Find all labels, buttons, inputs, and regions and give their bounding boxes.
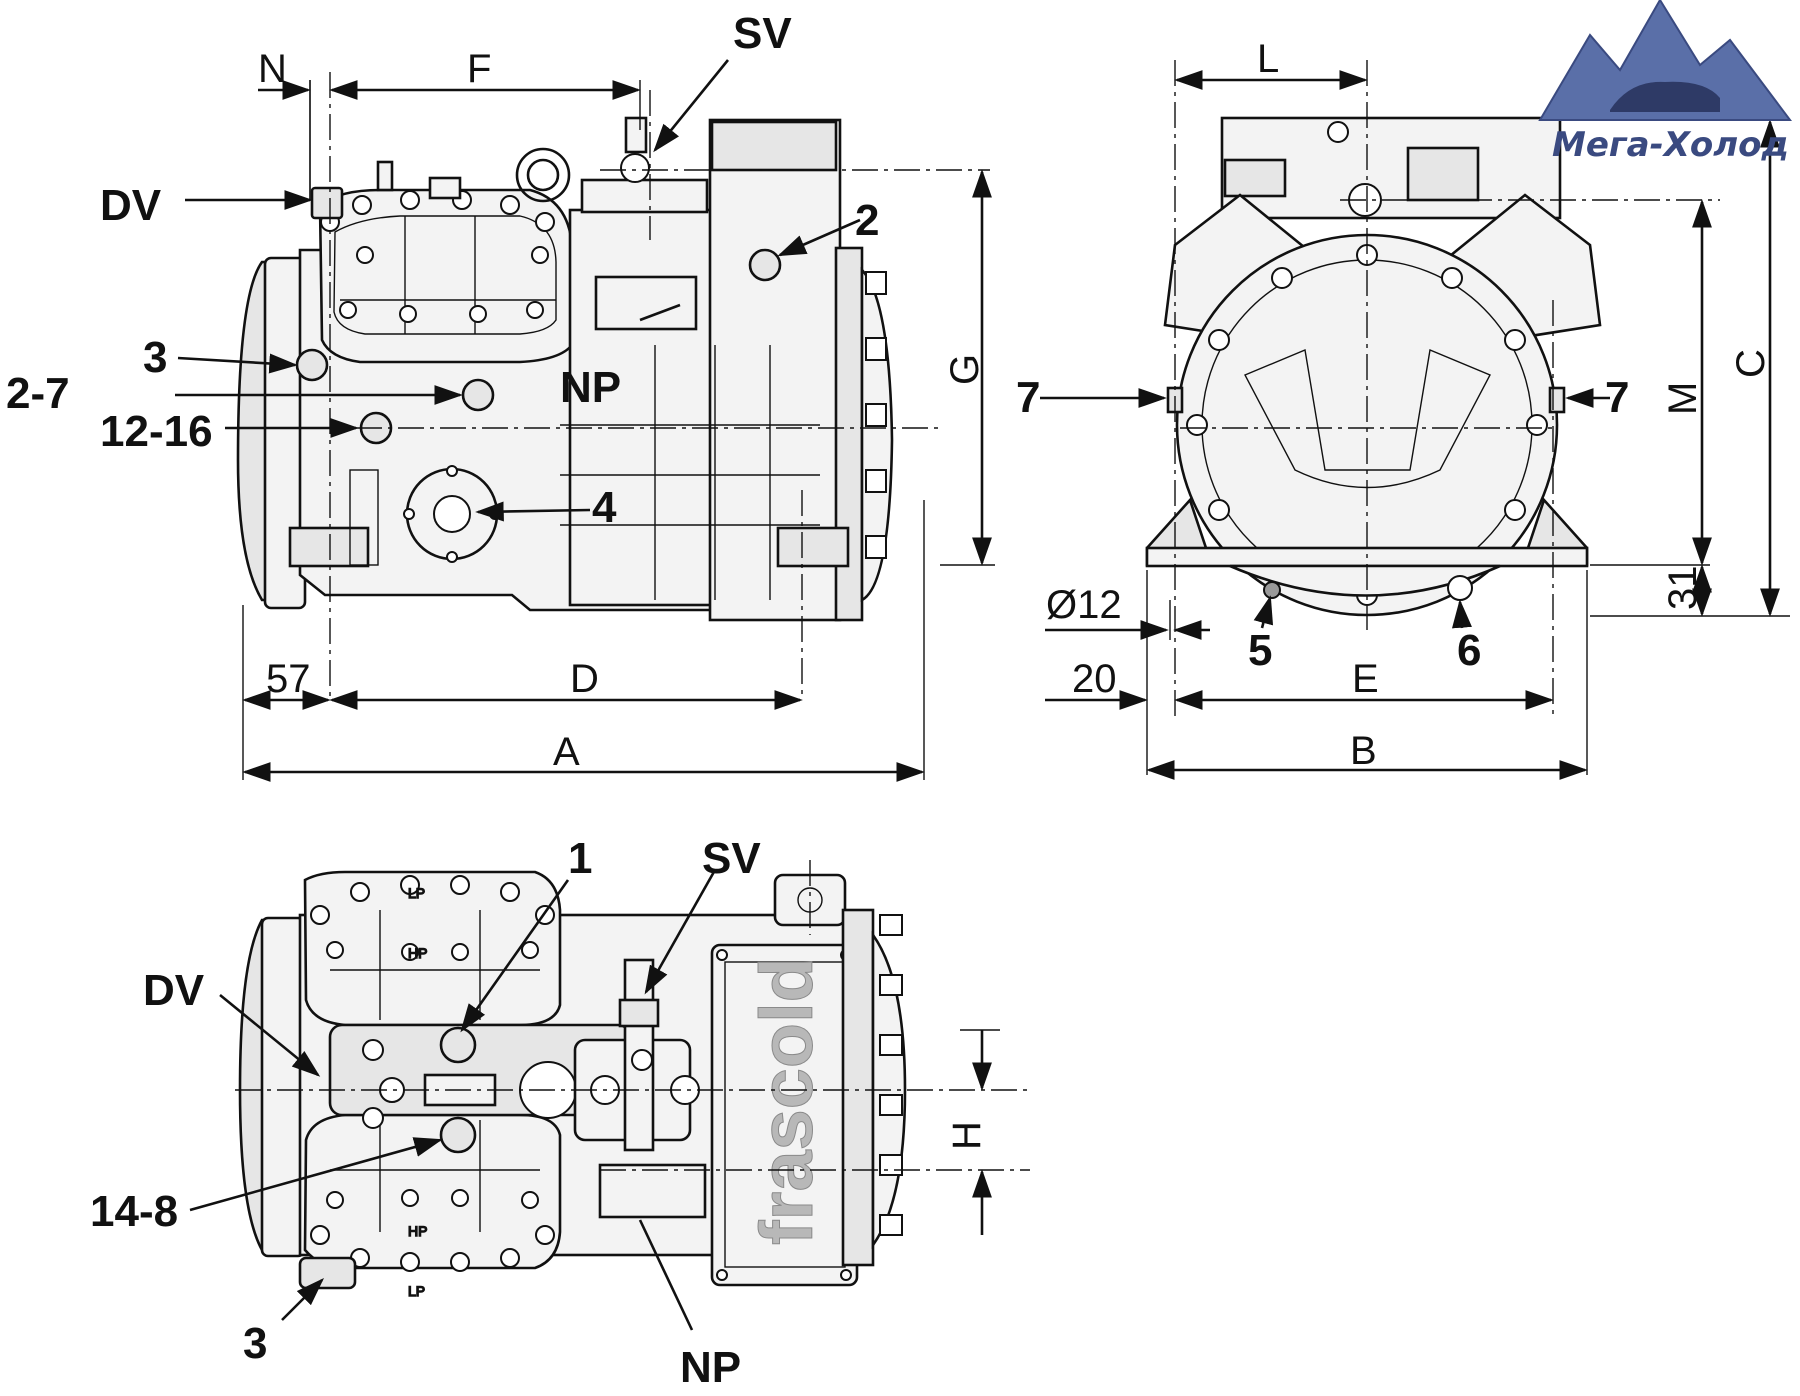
dim-g-label: G [943, 354, 987, 385]
dim-31-label: 31 [1661, 566, 1705, 611]
dim-n-label: N [258, 47, 287, 91]
side-port-4-label: 4 [592, 483, 617, 532]
side-sv-label: SV [733, 9, 792, 58]
side-np-label: NP [560, 363, 621, 412]
top-sv-label: SV [702, 834, 761, 883]
dim-f-label: F [467, 47, 491, 91]
dim-20-label: 20 [1072, 657, 1117, 701]
top-view: LP HP HP LP frascold [90, 834, 1030, 1392]
top-dv-label: DV [143, 966, 205, 1015]
side-port-12-16-label: 12-16 [100, 407, 213, 456]
bear-icon [1610, 81, 1720, 112]
end-port-7-right-label: 7 [1605, 373, 1629, 422]
top-head-lp-mark-upper: LP [408, 885, 425, 901]
side-port-2-label: 2 [855, 196, 879, 245]
top-head-hp-mark-upper: HP [408, 945, 427, 961]
dim-a-label: A [553, 730, 580, 774]
dim-m-label: M [1661, 382, 1705, 415]
dim-l-label: L [1257, 37, 1279, 81]
side-view: SV DV 2 3 2-7 12-16 NP 4 N F G 57 D A [6, 9, 995, 783]
top-np-label: NP [680, 1343, 741, 1392]
end-view: 7 7 5 6 L M C 31 Ø12 20 E B [1016, 37, 1790, 781]
dim-b-label: B [1350, 729, 1377, 773]
side-dv-label: DV [100, 181, 162, 230]
side-port-3-label: 3 [143, 333, 167, 382]
dim-e-label: E [1352, 657, 1379, 701]
end-port-7-left-label: 7 [1016, 373, 1040, 422]
top-port-14-8-label: 14-8 [90, 1187, 178, 1236]
brand-logo: Мега-Холод [1538, 0, 1792, 165]
dim-d-label: D [570, 657, 599, 701]
top-port-3-label: 3 [243, 1319, 267, 1368]
top-head-hp-mark-lower: HP [408, 1223, 427, 1239]
top-head-lp-mark-lower: LP [408, 1283, 425, 1299]
side-port-2-7-label: 2-7 [6, 369, 70, 418]
end-port-5-label: 5 [1248, 626, 1272, 675]
dim-c-label: C [1729, 349, 1773, 378]
logo-text: Мега-Холод [1552, 125, 1789, 165]
dim-h-label: H [945, 1121, 989, 1150]
dim-d12-label: Ø12 [1046, 583, 1122, 627]
dim-57-label: 57 [266, 657, 311, 701]
top-port-1-label: 1 [568, 834, 592, 883]
end-port-6-label: 6 [1457, 626, 1481, 675]
casing-brand-text: frascold [745, 957, 828, 1245]
